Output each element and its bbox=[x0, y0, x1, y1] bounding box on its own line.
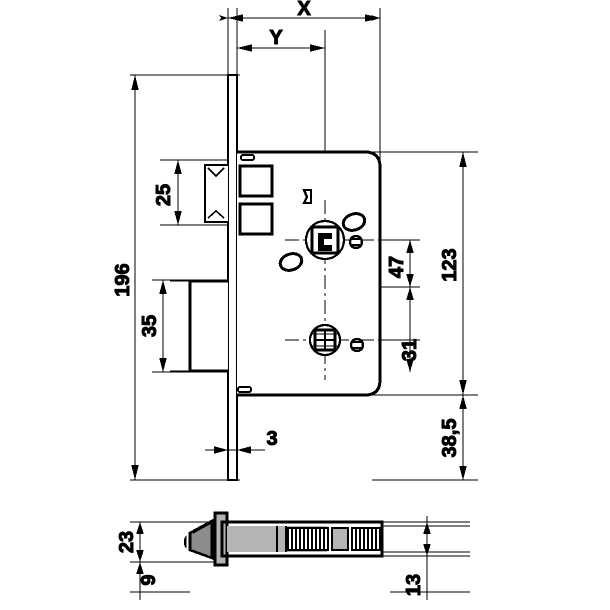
latch-bolt bbox=[203, 163, 228, 224]
section-right-ticks bbox=[382, 525, 470, 553]
dimension-123: 123 bbox=[439, 152, 467, 395]
handle-stop-lug bbox=[302, 188, 313, 205]
dimension-label-25: 25 bbox=[153, 184, 175, 206]
latch-bolt-tip bbox=[183, 534, 187, 550]
fixing-screw-hole-lower bbox=[349, 337, 365, 353]
dimension-label-Y: Y bbox=[269, 27, 283, 49]
dimension-3: 3 bbox=[205, 428, 278, 454]
dimension-label-47: 47 bbox=[386, 256, 408, 278]
dimension-13: 13 bbox=[403, 516, 431, 600]
front-elevation-view bbox=[170, 73, 420, 482]
dimension-label-X: X bbox=[297, 0, 311, 20]
square-spindle-hole bbox=[304, 219, 346, 261]
faceplate-openings bbox=[237, 154, 274, 393]
faceplate-screw-slot bbox=[240, 154, 255, 161]
oval-slot-lower-left bbox=[278, 252, 304, 272]
dimension-label-31: 31 bbox=[399, 339, 421, 361]
dimension-35: 35 bbox=[139, 280, 167, 372]
dimension-label-3: 3 bbox=[266, 428, 277, 450]
dimension-X: X bbox=[219, 0, 380, 22]
dimension-25: 25 bbox=[153, 160, 182, 225]
dimension-47: 47 bbox=[386, 240, 414, 287]
dimension-196: 196 bbox=[112, 75, 139, 480]
fixing-screw-hole-upper bbox=[348, 234, 364, 250]
faceplate bbox=[226, 73, 239, 482]
cylinder-key-hole bbox=[308, 323, 342, 357]
dimension-label-13: 13 bbox=[403, 574, 425, 596]
oval-slot-upper-right bbox=[341, 212, 367, 232]
dimension-label-38-5: 38,5 bbox=[439, 419, 461, 458]
dimension-label-123: 123 bbox=[439, 248, 461, 281]
side-section-view bbox=[183, 511, 384, 567]
faceplate-screw-slot-lower bbox=[237, 386, 252, 393]
section-latch-bolt bbox=[188, 518, 214, 560]
dimension-label-35: 35 bbox=[139, 315, 161, 337]
dimension-label-9: 9 bbox=[138, 574, 160, 585]
dimension-23: 23 bbox=[116, 522, 144, 562]
dimension-31: 31 bbox=[399, 287, 422, 372]
dimension-label-196: 196 bbox=[112, 263, 134, 296]
dimension-Y: Y bbox=[237, 27, 325, 52]
dimension-9: 9 bbox=[136, 562, 161, 600]
faceplate-lower-tab bbox=[170, 279, 228, 373]
dimension-38-5: 38,5 bbox=[439, 395, 467, 480]
dimension-label-23: 23 bbox=[116, 531, 138, 553]
section-internal-detail bbox=[276, 526, 381, 552]
